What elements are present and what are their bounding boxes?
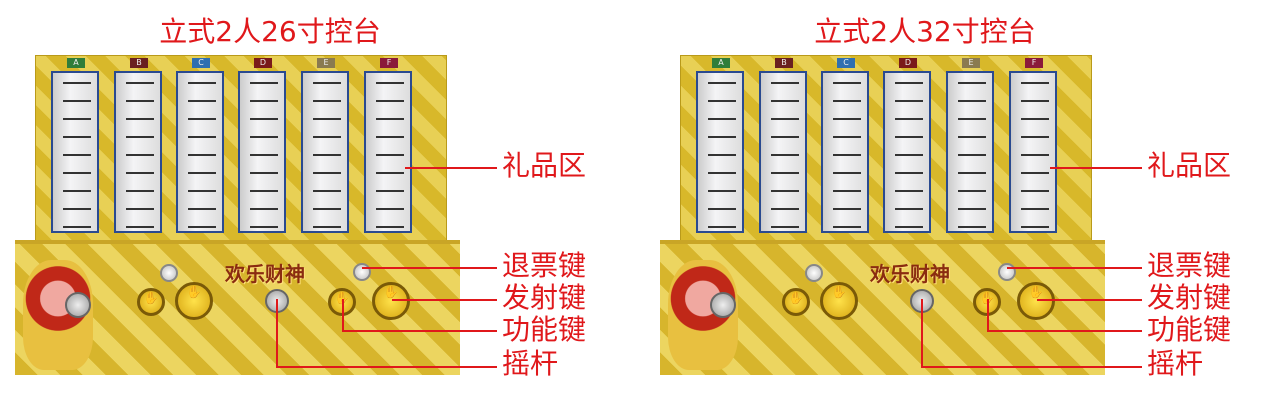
cabinet-logo: 欢乐财神	[225, 262, 305, 286]
ticket-button	[353, 263, 371, 281]
coin-insert	[710, 292, 736, 318]
slot-label: E	[962, 58, 980, 68]
joystick-line-v	[276, 299, 278, 368]
callout-function-button: 功能键	[502, 313, 587, 346]
slot-label: F	[1025, 58, 1043, 68]
coin-insert	[65, 292, 91, 318]
slot-label: B	[775, 58, 793, 68]
spring-icon	[313, 73, 341, 231]
callout-fire-button: 发射键	[502, 281, 587, 314]
callout-ticket-button: 退票键	[1147, 249, 1232, 282]
joystick-line-v	[921, 299, 923, 368]
function-line-h	[342, 330, 497, 332]
lamp-button	[805, 264, 823, 282]
control-panel: 欢乐财神✋✋✋✋	[660, 240, 1105, 375]
gift-area-line	[405, 167, 497, 169]
lamp-button	[160, 264, 178, 282]
control-panel: 欢乐财神✋✋✋✋	[15, 240, 460, 375]
function-button-left: ✋	[782, 288, 810, 316]
function-button-left: ✋	[137, 288, 165, 316]
function-line-h	[987, 330, 1142, 332]
ticket-button	[998, 263, 1016, 281]
panel-title: 立式2人32寸控台	[814, 15, 1036, 48]
panel-title: 立式2人26寸控台	[159, 15, 381, 48]
prize-slot	[759, 71, 807, 233]
ticket-line	[1007, 267, 1142, 269]
slot-label: E	[317, 58, 335, 68]
slot-label: D	[254, 58, 272, 68]
gift-area-line	[1050, 167, 1142, 169]
callout-joystick: 摇杆	[502, 347, 559, 380]
slot-label: C	[192, 58, 210, 68]
spring-icon	[1021, 73, 1049, 231]
spring-icon	[188, 73, 216, 231]
prize-slot	[114, 71, 162, 233]
spring-icon	[126, 73, 154, 231]
fire-button-left: ✋	[820, 282, 858, 320]
callout-fire-button: 发射键	[1147, 281, 1232, 314]
slot-label: A	[67, 58, 85, 68]
gift-cabinet: A B C D E F	[680, 55, 1092, 245]
callout-gift-area: 礼品区	[1147, 149, 1232, 182]
callout-gift-area: 礼品区	[502, 149, 587, 182]
prize-slot	[176, 71, 224, 233]
prize-slot	[821, 71, 869, 233]
joystick-line-h	[276, 366, 497, 368]
callout-function-button: 功能键	[1147, 313, 1232, 346]
prize-slot	[364, 71, 412, 233]
spring-icon	[63, 73, 91, 231]
function-line-v	[987, 299, 989, 331]
function-line-v	[342, 299, 344, 331]
fire-button-left: ✋	[175, 282, 213, 320]
spring-icon	[376, 73, 404, 231]
cabinet-logo: 欢乐财神	[870, 262, 950, 286]
spring-icon	[958, 73, 986, 231]
ticket-line	[362, 267, 497, 269]
spring-icon	[895, 73, 923, 231]
spring-icon	[771, 73, 799, 231]
prize-slot	[51, 71, 99, 233]
prize-slot	[883, 71, 931, 233]
prize-slot	[946, 71, 994, 233]
slot-label: C	[837, 58, 855, 68]
spring-icon	[708, 73, 736, 231]
prize-slot	[238, 71, 286, 233]
prize-slot	[696, 71, 744, 233]
joystick-line-h	[921, 366, 1142, 368]
spring-icon	[250, 73, 278, 231]
slot-label: A	[712, 58, 730, 68]
slot-label: F	[380, 58, 398, 68]
fire-line	[392, 299, 497, 301]
gift-cabinet: A B C D E F	[35, 55, 447, 245]
slot-label: B	[130, 58, 148, 68]
fire-line	[1037, 299, 1142, 301]
fire-button: ✋	[372, 282, 410, 320]
prize-slot	[301, 71, 349, 233]
fire-button: ✋	[1017, 282, 1055, 320]
callout-joystick: 摇杆	[1147, 347, 1204, 380]
slot-label: D	[899, 58, 917, 68]
spring-icon	[833, 73, 861, 231]
prize-slot	[1009, 71, 1057, 233]
callout-ticket-button: 退票键	[502, 249, 587, 282]
